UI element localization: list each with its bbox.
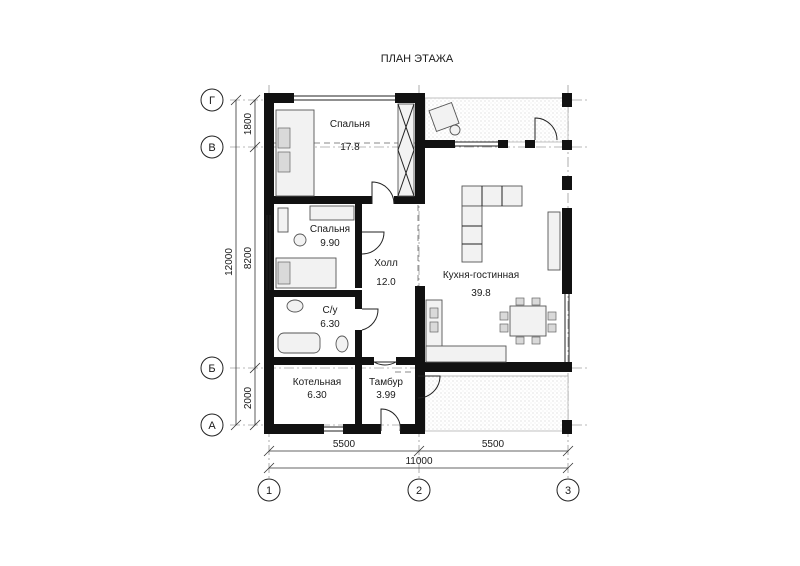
axis-row-B: Б bbox=[208, 363, 215, 375]
dim-5500-left: 5500 bbox=[333, 439, 356, 450]
bottom-dimensions: 5500 5500 11000 bbox=[263, 439, 574, 474]
room-area-bedroom-2: 9.90 bbox=[320, 238, 340, 249]
axis-row-markers: Г В Б А bbox=[200, 88, 224, 437]
room-name-bedroom-1: Спальня bbox=[330, 119, 370, 130]
furniture bbox=[275, 101, 561, 363]
dim-2000: 2000 bbox=[243, 386, 254, 409]
dim-8200: 8200 bbox=[243, 246, 254, 269]
axis-row-V: В bbox=[208, 142, 215, 154]
room-area-hall: 12.0 bbox=[376, 277, 396, 288]
room-name-bedroom-2: Спальня bbox=[310, 224, 350, 235]
walls bbox=[264, 93, 572, 434]
room-area-kitchen: 39.8 bbox=[471, 288, 491, 299]
room-area-tambur: 3.99 bbox=[376, 390, 396, 401]
room-name-hall: Холл bbox=[374, 258, 398, 269]
dim-12000: 12000 bbox=[224, 248, 235, 276]
axis-row-G: Г bbox=[209, 95, 215, 107]
room-name-boiler: Котельная bbox=[293, 377, 341, 388]
plan-title: ПЛАН ЭТАЖА bbox=[381, 53, 454, 65]
room-name-wc: С/у bbox=[323, 305, 338, 316]
terrace-bottom bbox=[424, 375, 569, 432]
axis-col-3: 3 bbox=[565, 485, 571, 497]
room-area-wc: 6.30 bbox=[320, 319, 340, 330]
room-area-bedroom-1: 17.8 bbox=[340, 142, 360, 153]
room-area-boiler: 6.30 bbox=[307, 390, 327, 401]
room-name-tambur: Тамбур bbox=[369, 376, 403, 388]
doors bbox=[361, 117, 558, 432]
axis-col-1: 1 bbox=[266, 485, 272, 497]
dim-1800: 1800 bbox=[243, 112, 254, 135]
dim-5500-right: 5500 bbox=[482, 439, 505, 450]
dim-11000: 11000 bbox=[405, 456, 433, 467]
windows bbox=[266, 95, 570, 432]
left-dimensions: 1800 8200 12000 2000 bbox=[224, 94, 261, 431]
axis-col-markers: 1 2 3 bbox=[257, 478, 580, 502]
axis-row-A: А bbox=[208, 420, 216, 432]
room-name-kitchen: Кухня-гостинная bbox=[443, 270, 519, 281]
axis-col-2: 2 bbox=[416, 485, 422, 497]
room-labels: Спальня 17.8 Спальня 9.90 Холл 12.0 Кухн… bbox=[293, 119, 519, 401]
